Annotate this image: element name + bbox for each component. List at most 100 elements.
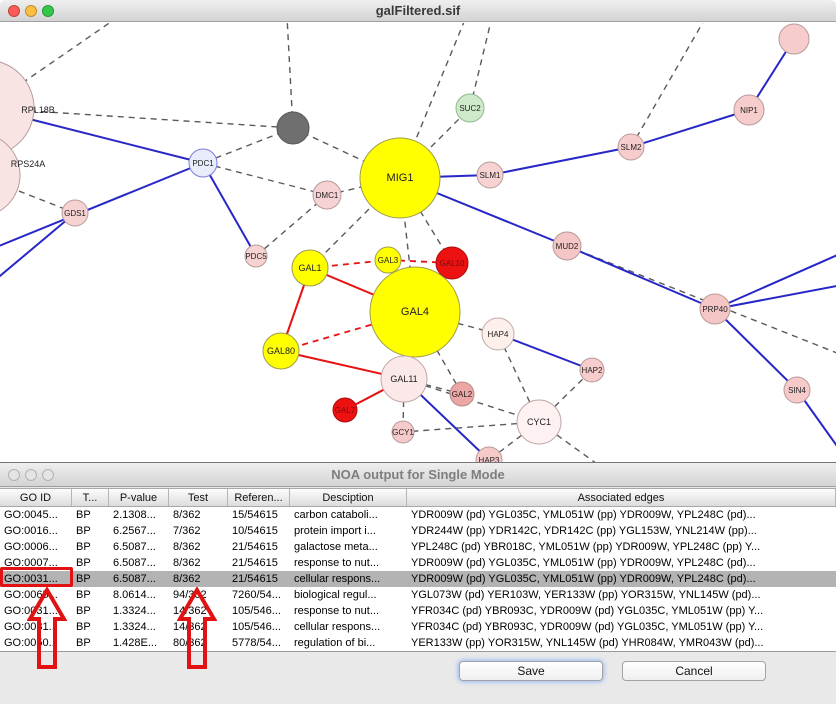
graph-edge[interactable] — [255, 194, 328, 257]
column-header[interactable]: Test — [169, 489, 228, 506]
graph-node-SUC2[interactable] — [455, 93, 485, 123]
graph-edge[interactable] — [714, 253, 836, 310]
graph-node-MIG1[interactable] — [359, 137, 441, 219]
table-cell: BP — [76, 525, 91, 537]
graph-edge[interactable] — [202, 162, 257, 257]
graph-node-HAP2[interactable] — [579, 357, 605, 383]
graph-node-GAL4[interactable] — [369, 266, 461, 358]
graph-edge[interactable] — [714, 308, 798, 391]
table-cell: YDR009W (pd) YGL035C, YML051W (pp) YDR00… — [411, 573, 756, 585]
graph-edge[interactable] — [469, 23, 492, 109]
graph-edge[interactable] — [280, 311, 416, 352]
graph-node-GCY1[interactable] — [391, 420, 415, 444]
minimize-button[interactable] — [25, 469, 37, 481]
graph-edge[interactable] — [566, 245, 716, 310]
column-header[interactable]: Associated edges — [407, 489, 836, 506]
zoom-button[interactable] — [42, 469, 54, 481]
graph-edge[interactable] — [630, 109, 750, 148]
column-header[interactable]: Referen... — [228, 489, 290, 506]
graph-edge[interactable] — [0, 162, 204, 248]
graph-node-GAL7[interactable] — [332, 397, 358, 423]
graph-edge[interactable] — [714, 285, 836, 310]
graph-node-PRP40[interactable] — [699, 293, 731, 325]
node-label: DMC1 — [316, 191, 339, 200]
table-cell: YFR034C (pd) YBR093C, YDR009W (pd) YGL03… — [411, 605, 764, 617]
graph-edge[interactable] — [497, 333, 593, 371]
graph-node-SLM1[interactable] — [476, 161, 504, 189]
graph-node-HAP3[interactable] — [475, 446, 503, 462]
table-cell: 1.3324... — [113, 621, 156, 633]
table-cell: GO:0006... — [4, 541, 58, 553]
cancel-button[interactable]: Cancel — [622, 661, 766, 681]
minimize-button[interactable] — [25, 5, 37, 17]
graph-node-CYC1[interactable] — [516, 399, 562, 445]
graph-edge[interactable] — [402, 421, 540, 433]
table-cell: 7/362 — [173, 525, 201, 537]
graph-edge[interactable] — [202, 162, 328, 196]
graph-edge[interactable] — [292, 127, 401, 179]
annotation-arrow-test — [177, 587, 217, 669]
graph-node-HAP4[interactable] — [481, 317, 515, 351]
graph-node-SIN4[interactable] — [783, 376, 811, 404]
node-label: RPS24A — [11, 159, 46, 169]
column-header[interactable]: T... — [72, 489, 109, 506]
column-header[interactable]: Desciption — [290, 489, 407, 506]
graph-node-SLM2[interactable] — [617, 133, 645, 161]
graph-edge[interactable] — [286, 23, 294, 129]
graph-node-GAL1[interactable] — [291, 249, 329, 287]
graph-node-GAL2[interactable] — [449, 381, 475, 407]
zoom-button[interactable] — [42, 5, 54, 17]
table-cell: 8/362 — [173, 541, 201, 553]
graph-node-PDC1[interactable] — [188, 148, 218, 178]
graph-edge[interactable] — [0, 108, 294, 129]
graph-node-NIP1[interactable] — [733, 94, 765, 126]
column-header[interactable]: P-value — [109, 489, 169, 506]
node-label: RPL18B — [21, 105, 55, 115]
graph-node-RPL18B[interactable] — [0, 60, 35, 156]
table-cell: YDR009W (pd) YGL035C, YML051W (pp) YDR00… — [411, 509, 756, 521]
annotation-rect-goid — [0, 567, 73, 587]
node-label: GCY1 — [392, 428, 414, 437]
save-button[interactable]: Save — [459, 661, 603, 681]
graph-node-GDS1[interactable] — [61, 199, 89, 227]
graph-edge[interactable] — [0, 212, 76, 281]
graph-node-GAL80[interactable] — [262, 332, 300, 370]
graph-edge[interactable] — [489, 146, 632, 176]
close-button[interactable] — [8, 5, 20, 17]
graph-node-GAL3[interactable] — [374, 246, 402, 274]
graph-edge[interactable] — [630, 23, 706, 148]
graph-node-DMC1[interactable] — [312, 180, 342, 210]
node-label: GAL3 — [378, 256, 399, 265]
graph-node-MUD2[interactable] — [552, 231, 582, 261]
graph-node-gray1[interactable] — [276, 111, 310, 145]
noa-window-titlebar[interactable]: NOA output for Single Mode — [0, 463, 836, 487]
table-cell: GO:0016... — [4, 525, 58, 537]
graph-edge[interactable] — [399, 177, 453, 264]
close-button[interactable] — [8, 469, 20, 481]
table-cell: 6.5087... — [113, 573, 156, 585]
graph-node-RPS24A[interactable] — [0, 133, 21, 217]
graph-node-topright[interactable] — [778, 23, 810, 55]
graph-node-GAL10[interactable] — [435, 246, 469, 280]
network-window-titlebar[interactable]: galFiltered.sif — [0, 0, 836, 22]
graph-node-PDC5[interactable] — [244, 244, 268, 268]
table-cell: GO:0045... — [4, 509, 58, 521]
table-cell: 5778/54... — [232, 637, 281, 649]
graph-node-GAL11[interactable] — [380, 355, 428, 403]
node-label: SLM1 — [480, 171, 501, 180]
table-cell: response to nut... — [294, 605, 379, 617]
table-cell: BP — [76, 541, 91, 553]
column-header[interactable]: GO ID — [0, 489, 72, 506]
graph-edge[interactable] — [399, 23, 466, 179]
